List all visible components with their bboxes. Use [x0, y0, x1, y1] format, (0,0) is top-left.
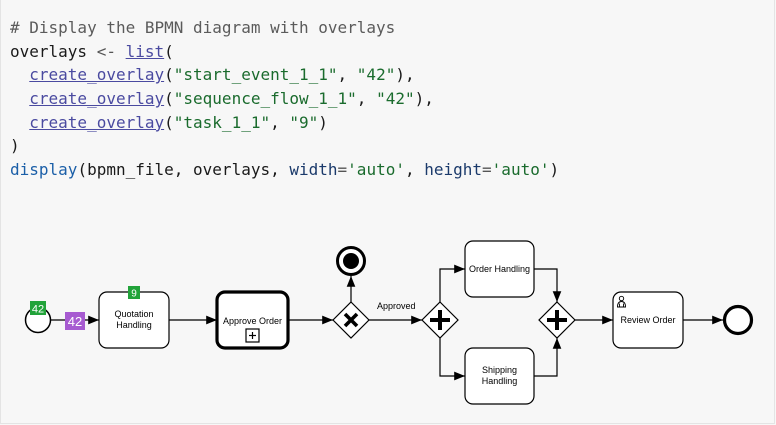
code-token: (: [164, 112, 174, 132]
code-token: "sequence_flow_1_1": [173, 89, 357, 109]
code-token: "9": [289, 112, 319, 132]
flow-shipping-to-join[interactable]: [534, 338, 562, 377]
code-token: (: [164, 41, 174, 61]
code-line: display(bpmn_file, overlays, width='auto…: [10, 158, 559, 182]
flow-order-handling-to-join[interactable]: [534, 268, 562, 302]
end-event[interactable]: [722, 304, 754, 336]
overlay-sequence-flow: 42: [65, 312, 85, 330]
code-token: ,: [270, 112, 290, 132]
code-token: 'auto': [491, 160, 550, 180]
plus-icon: [430, 310, 450, 330]
code-token: [10, 65, 29, 84]
overlay-start-event: 42: [30, 301, 46, 316]
code-token: create_overlay: [29, 89, 165, 109]
code-token: list: [125, 41, 165, 61]
svg-text:42: 42: [68, 314, 82, 329]
code-token: create_overlay: [29, 112, 165, 132]
task-order-handling[interactable]: Order Handling: [464, 240, 535, 298]
code-token: 'auto': [347, 160, 405, 180]
code-token: display: [10, 160, 78, 180]
end-event-terminate[interactable]: [336, 246, 366, 276]
code-token: overlays: [10, 41, 97, 61]
code-token: create_overlay: [29, 65, 165, 85]
exclusive-gateway[interactable]: [332, 301, 370, 339]
code-token: [10, 113, 29, 132]
code-line: overlays <- list(: [10, 40, 559, 64]
code-line: ): [10, 134, 559, 158]
code-token: <-: [96, 41, 116, 61]
code-token: height: [424, 160, 483, 180]
code-token: width: [289, 160, 338, 180]
code-token: =: [482, 160, 492, 180]
flow-split-to-order-handling[interactable]: [439, 264, 465, 302]
code-token: "task_1_1": [173, 112, 271, 132]
overlay-task: 9: [128, 286, 140, 300]
code-token: ): [10, 136, 20, 156]
code-token: ),: [414, 89, 434, 109]
task-review-label: Review Order: [620, 315, 675, 325]
code-token: (: [164, 89, 174, 109]
code-token: ,: [356, 89, 377, 109]
code-token: "42": [376, 89, 415, 109]
code-token: [116, 42, 126, 61]
task-approve-order[interactable]: Approve Order: [215, 290, 290, 350]
parallel-gateway-split[interactable]: [421, 301, 459, 339]
code-token: ),: [395, 65, 415, 85]
code-token: "start_event_1_1": [173, 65, 338, 85]
svg-text:9: 9: [131, 289, 137, 300]
sequence-flows: [51, 264, 723, 381]
task-review-order[interactable]: Review Order: [612, 291, 684, 349]
code-line: # Display the BPMN diagram with overlays: [10, 16, 559, 40]
code-token: (bpmn_file, overlays,: [77, 160, 290, 180]
code-token: ,: [404, 160, 425, 180]
code-token: # Display the BPMN diagram with overlays: [10, 18, 396, 37]
code-token: "42": [356, 65, 396, 85]
code-line: create_overlay("task_1_1", "9"): [10, 111, 559, 135]
flow-split-to-shipping[interactable]: [439, 338, 465, 381]
code-token: ): [549, 160, 560, 180]
code-token: =: [337, 160, 348, 180]
exclusive-x-icon: [343, 312, 359, 328]
code-token: ): [318, 112, 328, 132]
code-token: (: [164, 65, 174, 85]
plus-icon: [547, 310, 567, 330]
code-token: ,: [337, 65, 357, 85]
user-task-icon: [617, 295, 626, 308]
code-line: create_overlay("sequence_flow_1_1", "42"…: [10, 87, 559, 111]
subprocess-expand-icon[interactable]: [245, 328, 260, 343]
code-line: create_overlay("start_event_1_1", "42"),: [10, 63, 559, 87]
task-order-handling-label: Order Handling: [469, 264, 530, 274]
task-approve-label: Approve Order: [223, 316, 282, 326]
parallel-gateway-join[interactable]: [538, 301, 576, 339]
flow-label-approved: Approved: [377, 301, 416, 311]
code-token: [10, 89, 29, 108]
svg-text:42: 42: [32, 304, 44, 316]
code-block: # Display the BPMN diagram with overlays…: [10, 16, 559, 182]
